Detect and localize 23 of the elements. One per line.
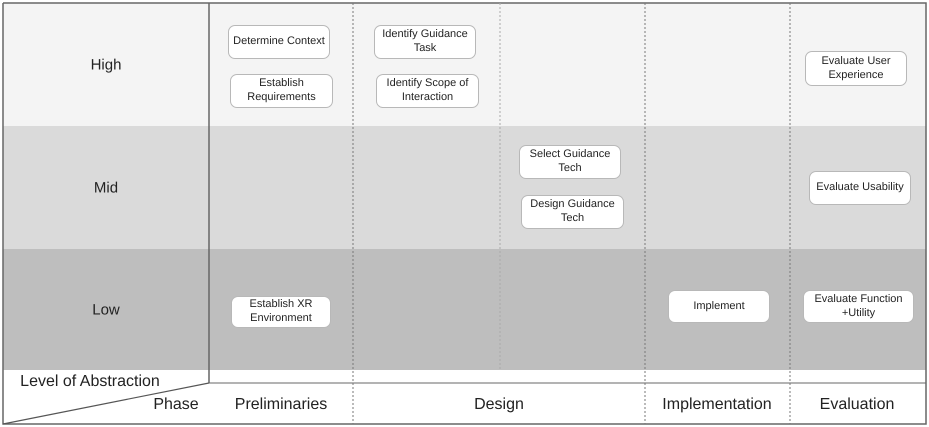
level-label: Mid [94,179,118,196]
activity-box: Establish Requirements [230,74,333,108]
activity-box: Identify Scope of Interaction [376,74,479,108]
activity-box: Determine Context [228,25,330,59]
activity-box: Identify Guidance Task [374,25,476,59]
level-label: High [90,56,122,73]
level-label: Low [92,301,120,318]
phase-label: Preliminaries [234,396,328,414]
activity-box: Design Guidance Tech [521,195,624,229]
activity-box: Evaluate User Experience [805,51,907,86]
activity-box: Select Guidance Tech [519,145,621,179]
axis-label: Phase [153,396,199,414]
phase-label: Evaluation [820,396,894,414]
axis-label: Level of Abstraction [20,373,160,391]
activity-box: Implement [668,290,770,323]
abstraction-band [3,3,926,126]
activity-box: Evaluate Function +Utility [803,290,914,323]
activity-box: Establish XR Environment [231,296,331,328]
phase-label: Implementation [662,396,772,414]
phase-label: Design [474,396,524,414]
abstraction-band [3,249,926,370]
abstraction-band [3,126,926,249]
activity-box: Evaluate Usability [809,171,911,205]
